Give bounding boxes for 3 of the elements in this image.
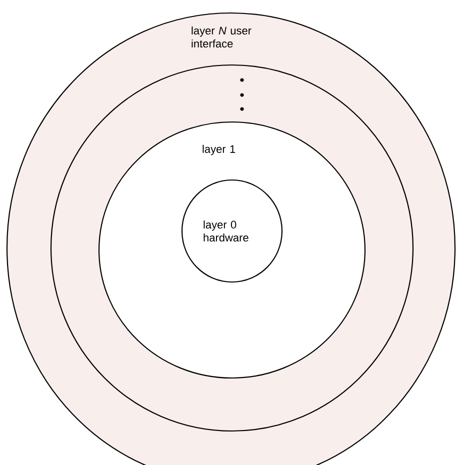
layer-label: layer 1 — [202, 144, 236, 156]
layer-label: layer 0 hardware — [204, 220, 248, 242]
layer-label: layer N user interface — [192, 26, 252, 48]
